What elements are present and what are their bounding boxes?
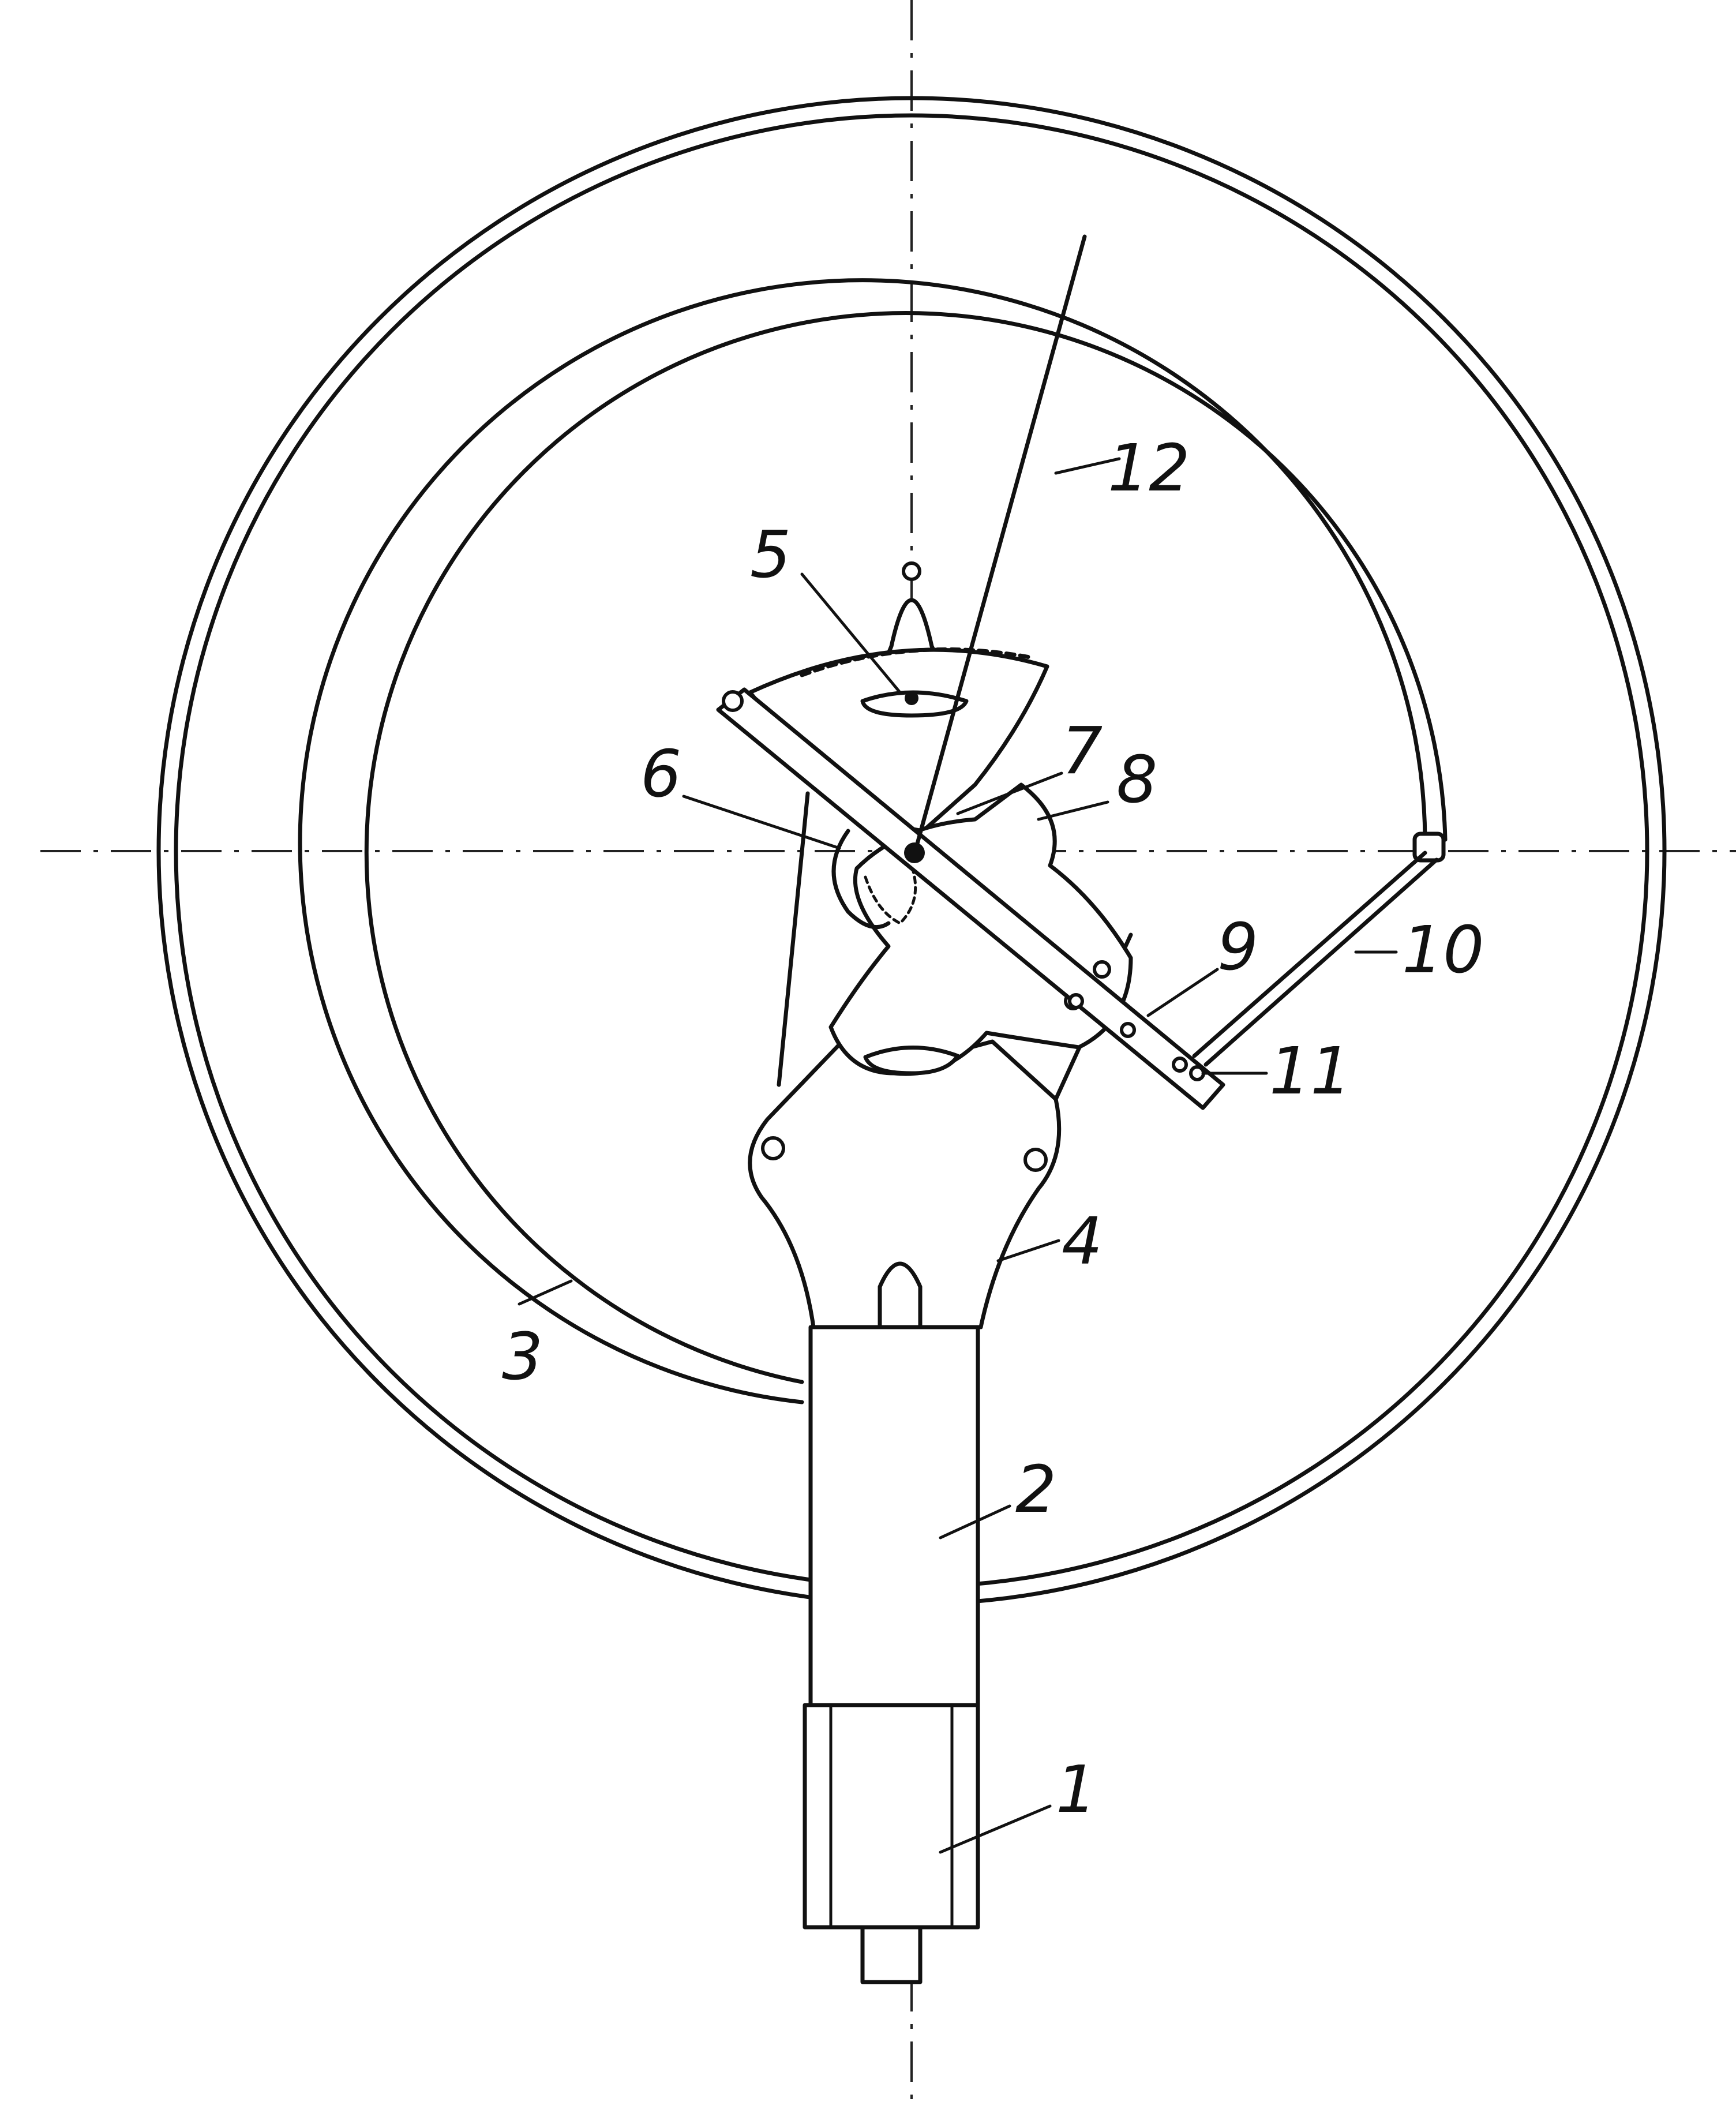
label-1: 1: [1056, 1752, 1097, 1827]
leader-lines: [518, 457, 1398, 1854]
pointer-needle: [912, 234, 1087, 856]
hairspring: [864, 864, 917, 926]
label-11: 11: [1269, 1034, 1352, 1109]
sector-lever: [716, 687, 1225, 1110]
label-6: 6: [640, 737, 681, 812]
pinion: [831, 829, 891, 930]
label-10: 10: [1402, 913, 1484, 988]
threaded-end: [803, 1703, 980, 1930]
label-7: 7: [1062, 714, 1103, 789]
pointer-hub: [904, 842, 925, 863]
fitting-tip: [860, 1925, 923, 1984]
socket-body: [748, 1039, 1062, 1329]
label-5: 5: [750, 518, 791, 593]
socket-centre-notch: [878, 1261, 923, 1329]
label-4: 4: [1062, 1204, 1103, 1279]
socket-right-hole: [1023, 1148, 1048, 1172]
label-8: 8: [1116, 743, 1157, 818]
sector-gear: [748, 561, 1049, 833]
connecting-link: [1192, 851, 1439, 1067]
label-3: 3: [502, 1320, 543, 1395]
socket-left-hole: [761, 1136, 785, 1160]
label-12: 12: [1108, 431, 1190, 506]
label-2: 2: [1015, 1452, 1056, 1527]
base-slot: [863, 1046, 960, 1076]
label-9: 9: [1217, 910, 1258, 985]
base-pivot-1: [1093, 960, 1111, 979]
fitting-shank: [808, 1325, 980, 1707]
